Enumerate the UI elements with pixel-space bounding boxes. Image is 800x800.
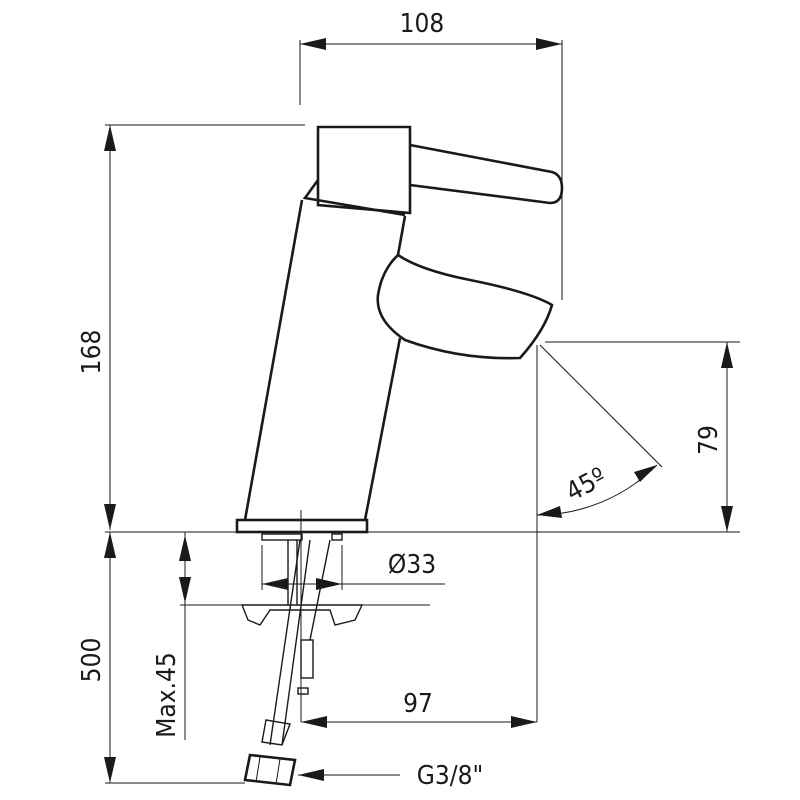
base-plate bbox=[235, 518, 369, 534]
thread-label: G3/8" bbox=[417, 761, 484, 791]
spout bbox=[376, 253, 554, 360]
hose-nut bbox=[243, 753, 297, 787]
body-right-upper bbox=[396, 215, 407, 256]
dim-max45-label: Max.45 bbox=[152, 652, 182, 738]
lever bbox=[409, 143, 564, 205]
dim-500-label: 500 bbox=[77, 638, 107, 683]
faucet-body bbox=[235, 125, 564, 534]
dim-168-label: 168 bbox=[77, 330, 107, 375]
dim-79-label: 79 bbox=[694, 425, 724, 455]
body-right-lower bbox=[363, 337, 402, 521]
dim-108-label: 108 bbox=[400, 9, 445, 39]
body-left-edge bbox=[243, 199, 304, 521]
mounting-parts bbox=[240, 533, 364, 787]
handle-base bbox=[302, 179, 406, 217]
dim-97-label: 97 bbox=[403, 689, 433, 719]
dimension-lines bbox=[104, 38, 740, 784]
handle-cap bbox=[316, 125, 412, 215]
dim-diameter-label: Ø33 bbox=[388, 550, 436, 580]
